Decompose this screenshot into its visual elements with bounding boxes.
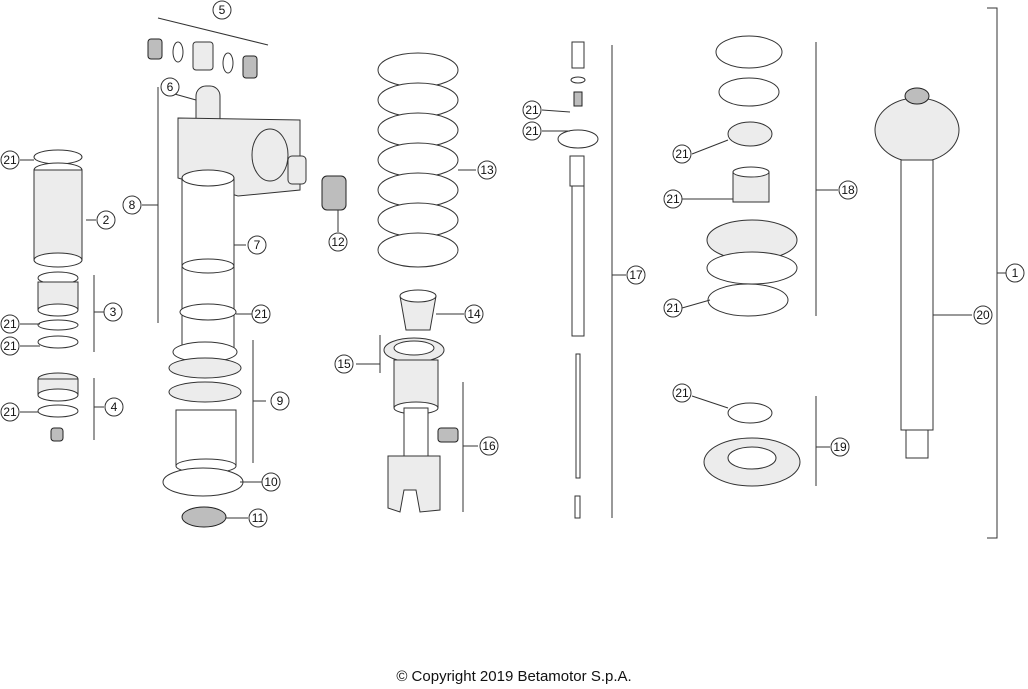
callout-7: 7 bbox=[254, 238, 261, 252]
part-9-preload-nuts bbox=[168, 341, 242, 474]
copyright-notice: © Copyright 2019 Betamotor S.p.A. bbox=[396, 668, 632, 685]
callout-21: 21 bbox=[3, 339, 17, 353]
part-16-valve bbox=[437, 427, 459, 443]
callout-21: 21 bbox=[525, 103, 539, 117]
part-15-ring-nut bbox=[383, 337, 445, 363]
lower-shock-body bbox=[387, 359, 441, 513]
part-5-bushings bbox=[147, 38, 258, 79]
part-4-cap bbox=[37, 372, 79, 442]
part-18-reservoir-parts bbox=[706, 35, 798, 317]
callout-21: 21 bbox=[254, 307, 268, 321]
callout-2: 2 bbox=[103, 213, 110, 227]
callout-8: 8 bbox=[129, 198, 136, 212]
callout-21: 21 bbox=[3, 317, 17, 331]
callout-4: 4 bbox=[111, 400, 118, 414]
callout-labels: 1 2 3 4 5 6 7 8 9 10 11 12 13 14 15 16 1… bbox=[3, 3, 1018, 525]
callout-circles bbox=[0, 0, 1025, 528]
callout-21: 21 bbox=[675, 147, 689, 161]
callout-18: 18 bbox=[841, 183, 855, 197]
callout-14: 14 bbox=[467, 307, 481, 321]
part-11-eyelet bbox=[181, 506, 227, 528]
part-17-shaft-assembly bbox=[557, 41, 599, 519]
callout-12: 12 bbox=[331, 235, 345, 249]
part-2-cylinder bbox=[33, 149, 83, 268]
callout-10: 10 bbox=[264, 475, 278, 489]
callout-21: 21 bbox=[3, 153, 17, 167]
callout-5: 5 bbox=[219, 3, 226, 17]
callout-6: 6 bbox=[167, 80, 174, 94]
callout-3: 3 bbox=[110, 305, 117, 319]
callout-9: 9 bbox=[277, 394, 284, 408]
part-20-reservoir-body bbox=[874, 87, 960, 459]
callout-21: 21 bbox=[666, 192, 680, 206]
callout-21: 21 bbox=[666, 301, 680, 315]
callout-20: 20 bbox=[976, 308, 990, 322]
callout-21: 21 bbox=[525, 124, 539, 138]
callout-19: 19 bbox=[833, 440, 847, 454]
callout-11: 11 bbox=[252, 511, 265, 525]
part-19-reservoir-cap bbox=[703, 402, 801, 487]
leader-lines bbox=[20, 92, 1006, 519]
callout-17: 17 bbox=[629, 268, 643, 282]
part-13-spring bbox=[377, 52, 459, 268]
callout-21: 21 bbox=[3, 405, 17, 419]
callout-13: 13 bbox=[480, 163, 494, 177]
part-6-7-shock-body bbox=[177, 85, 347, 349]
callout-15: 15 bbox=[337, 357, 351, 371]
callout-21: 21 bbox=[675, 386, 689, 400]
callout-16: 16 bbox=[482, 439, 496, 453]
part-3-piston-assembly bbox=[37, 271, 79, 349]
part-14-bump-stop bbox=[399, 289, 437, 331]
callout-1: 1 bbox=[1012, 266, 1019, 280]
part-10-plate bbox=[162, 467, 244, 497]
